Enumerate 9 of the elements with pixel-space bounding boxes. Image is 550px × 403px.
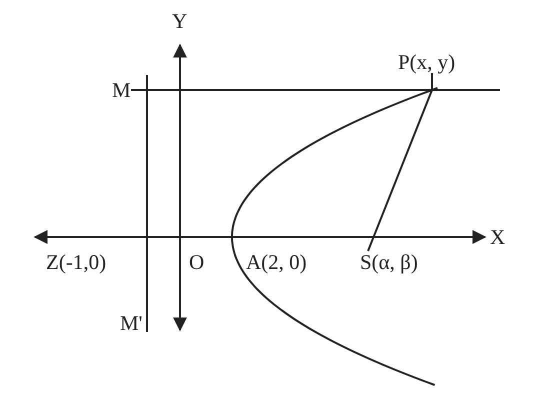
point-label: P(x, y) <box>398 51 456 73</box>
point-label: Z(-1,0) <box>46 251 106 273</box>
point-label: A(2, 0) <box>246 251 307 273</box>
point-label: S(α, β) <box>360 251 418 273</box>
axis-label: Y <box>172 10 188 32</box>
point-label: O <box>189 251 204 273</box>
point-label: M' <box>120 312 142 334</box>
point-label: M <box>112 79 131 101</box>
axis-label: X <box>490 226 506 248</box>
